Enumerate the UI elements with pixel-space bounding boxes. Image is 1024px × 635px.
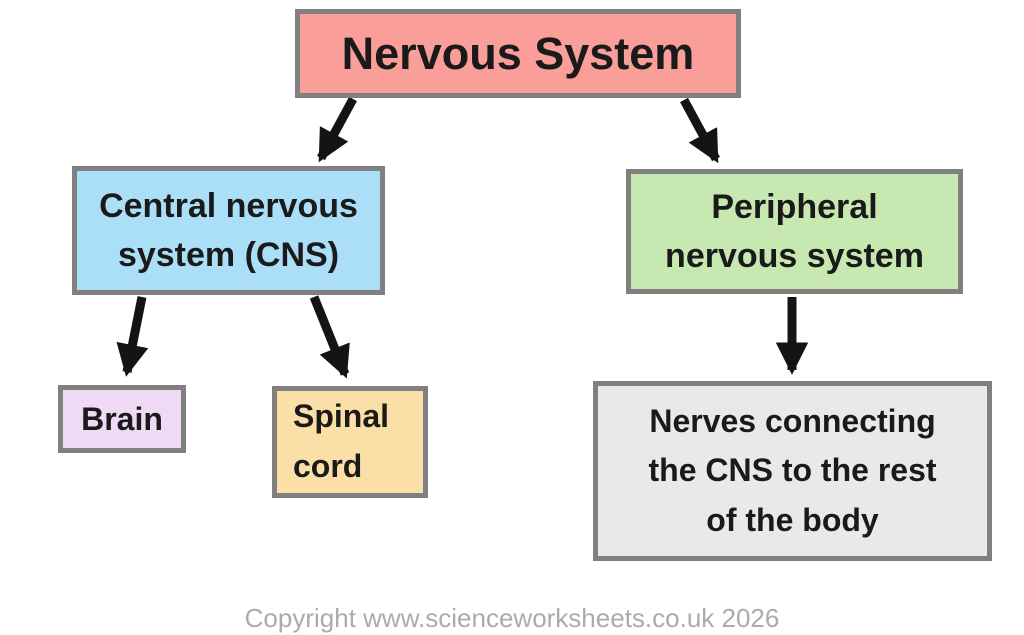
node-central-nervous-system: Central nervous system (CNS) bbox=[72, 166, 385, 295]
node-brain: Brain bbox=[58, 385, 186, 453]
node-peripheral-nervous-system: Peripheral nervous system bbox=[626, 169, 963, 294]
node-nerves-connecting: Nerves connecting the CNS to the rest of… bbox=[593, 381, 992, 561]
node-spinal-cord: Spinal cord bbox=[272, 386, 428, 498]
arrow-root-to-pns bbox=[680, 97, 720, 164]
arrow-cns-to-brain bbox=[116, 296, 149, 377]
copyright-text: Copyright www.scienceworksheets.co.uk 20… bbox=[244, 603, 780, 633]
arrow-cns-to-spinal bbox=[309, 295, 350, 379]
node-nervous-system: Nervous System bbox=[295, 9, 741, 98]
arrow-root-to-cns bbox=[317, 96, 357, 163]
